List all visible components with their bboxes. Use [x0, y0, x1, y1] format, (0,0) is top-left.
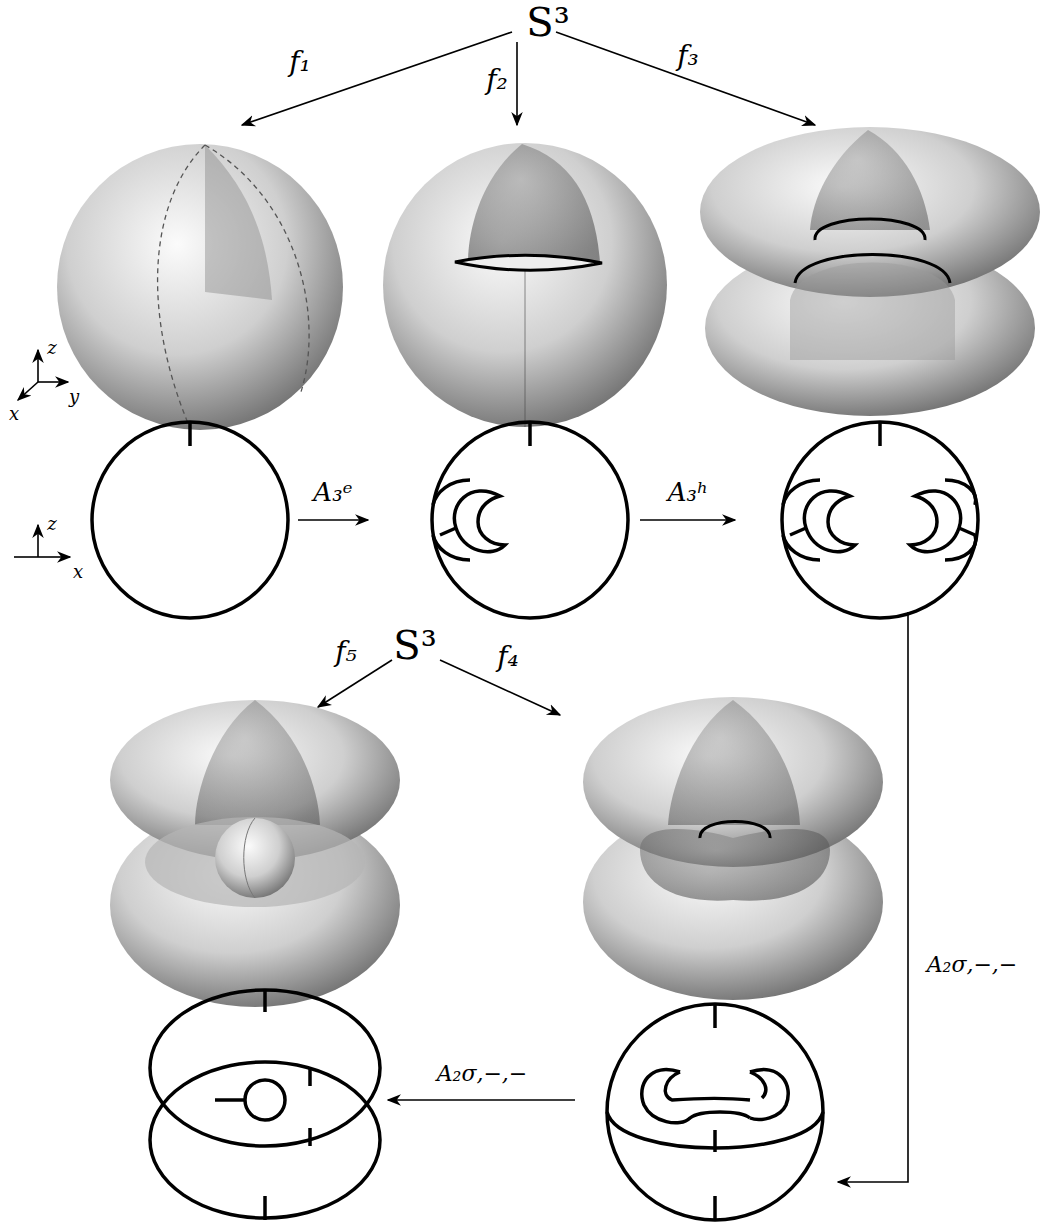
math-label: z: [47, 515, 56, 533]
math-label: f₅: [335, 638, 357, 666]
math-label: y: [69, 388, 79, 406]
transition-arrow: [298, 520, 908, 1182]
math-label: f₂: [486, 66, 508, 94]
math-label: x: [73, 563, 83, 581]
double-lobe-surface: [700, 127, 1040, 416]
math-label: A₃ᵉ: [313, 479, 352, 505]
sphere-surface: [57, 144, 343, 430]
axis-symbol: [14, 350, 70, 557]
sphere-slit-surface: [383, 143, 667, 427]
math-label: A₂σ,−,−: [437, 1063, 528, 1085]
math-label: x: [9, 405, 19, 423]
math-label: S³: [393, 625, 436, 665]
cross-section: [607, 1004, 823, 1220]
math-label: A₂σ,−,−: [927, 954, 1018, 976]
math-label: A₃ʰ: [668, 479, 708, 505]
nested-surface: [110, 700, 400, 1007]
cross-section: [92, 422, 978, 618]
cross-section: [150, 990, 380, 1220]
math-label: z: [47, 339, 56, 357]
nested-surface: [583, 697, 883, 1000]
math-label: f₃: [677, 42, 699, 70]
math-label: f₄: [497, 643, 519, 671]
math-label: S³: [526, 2, 569, 42]
math-label: f₁: [289, 48, 311, 76]
